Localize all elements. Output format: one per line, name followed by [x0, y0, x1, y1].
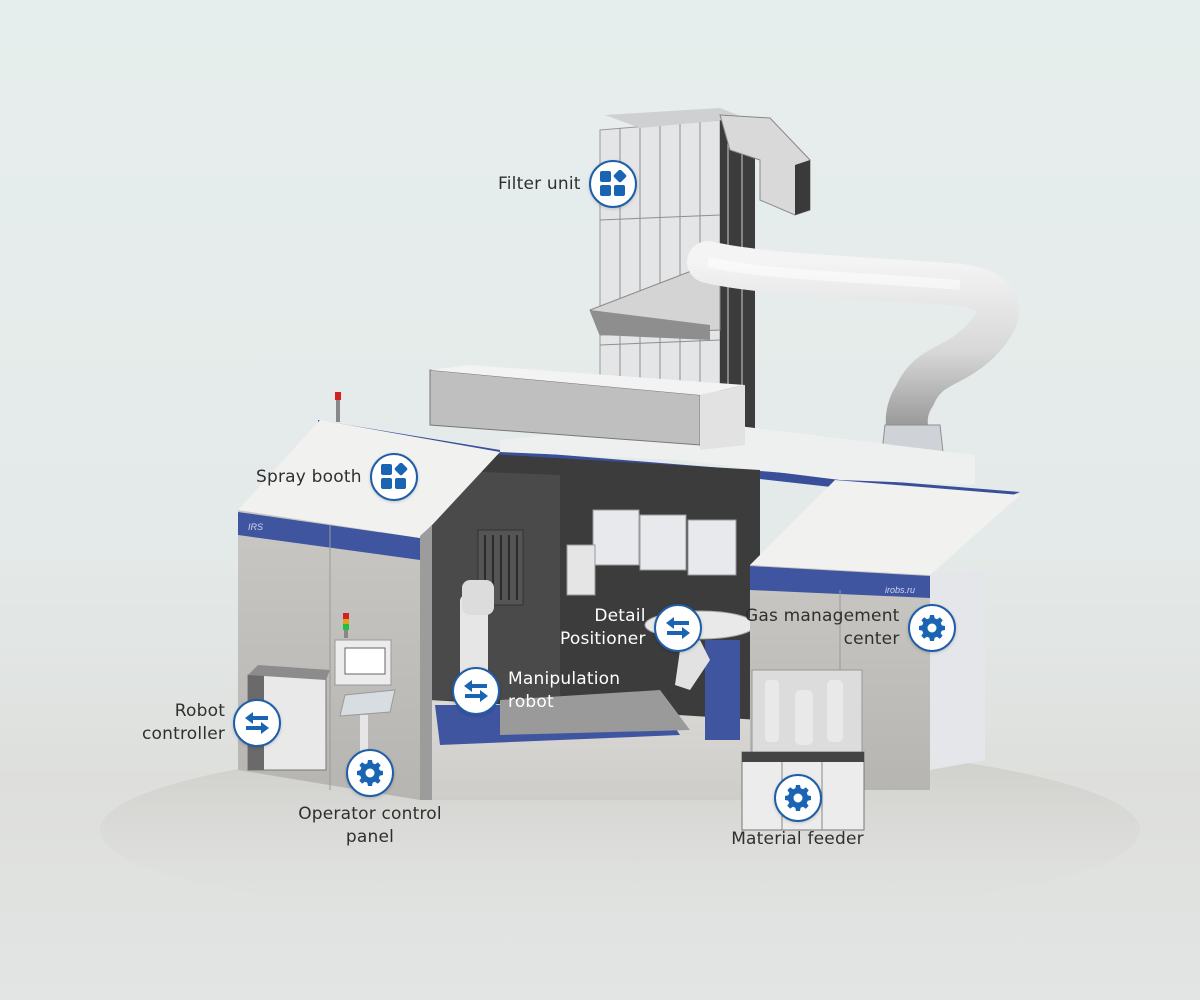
- hotspot-label: Material feeder: [731, 829, 864, 849]
- panel-url-text: irobs.ru: [885, 585, 915, 595]
- hotspot-label: Spray booth: [256, 466, 362, 487]
- hotspot-spray-booth[interactable]: Spray booth: [256, 453, 418, 501]
- swap-arrows-icon[interactable]: [452, 667, 500, 715]
- hotspot-manipulation-robot[interactable]: Manipulation robot: [452, 667, 620, 715]
- modules-icon[interactable]: [369, 453, 418, 501]
- gear-icon[interactable]: [773, 774, 822, 822]
- hotspot-label: Gas management center: [745, 606, 900, 649]
- gear-icon[interactable]: [346, 749, 394, 797]
- modules-icon[interactable]: [588, 160, 637, 208]
- hotspot-operator-control-panel[interactable]: Operator control panel: [289, 749, 451, 849]
- panel-logo-text: IRS: [248, 522, 263, 532]
- hotspot-detail-positioner[interactable]: Detail Positioner: [560, 604, 702, 652]
- hotspot-label: Detail Positioner: [560, 606, 646, 649]
- hotspot-label: Filter unit: [498, 173, 581, 194]
- hotspot-filter-unit[interactable]: Filter unit: [498, 160, 637, 208]
- booth-roof-shape: [318, 365, 1020, 500]
- hotspot-robot-controller[interactable]: Robot controller: [142, 699, 282, 747]
- hotspot-material-feeder[interactable]: Material feeder: [720, 774, 875, 851]
- hotspot-label: Manipulation robot: [508, 669, 621, 712]
- hotspot-gas-management-center[interactable]: Gas management center: [745, 604, 956, 652]
- hotspot-label: Operator control panel: [298, 804, 442, 847]
- booth-interior-shape: [420, 450, 760, 800]
- swap-arrows-icon[interactable]: [653, 604, 702, 652]
- gear-icon[interactable]: [907, 604, 956, 652]
- swap-arrows-icon[interactable]: [233, 699, 282, 747]
- hotspot-label: Robot controller: [142, 701, 226, 744]
